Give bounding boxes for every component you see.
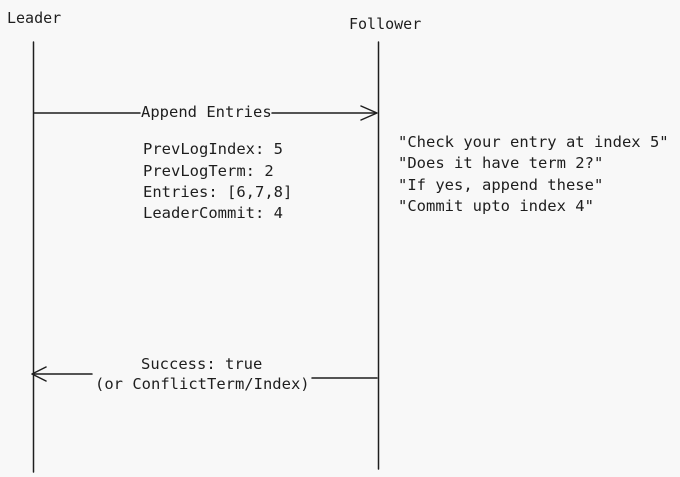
param-prev-log-term: PrevLogTerm: 2	[143, 162, 274, 180]
follower-note-commit: "Commit upto index 4"	[398, 197, 594, 215]
follower-note-check-term: "Does it have term 2?"	[398, 154, 604, 172]
param-entries: Entries: [6,7,8]	[143, 183, 293, 201]
param-prev-log-index: PrevLogIndex: 5	[143, 140, 283, 158]
leader-label: Leader	[7, 9, 62, 27]
follower-note-append: "If yes, append these"	[398, 176, 604, 194]
response-conflict-label: (or ConflictTerm/Index)	[95, 375, 310, 393]
append-entries-label: Append Entries	[141, 103, 272, 121]
response-arrowhead	[31, 366, 47, 382]
append-entries-arrowhead	[360, 105, 378, 121]
follower-note-check-entry: "Check your entry at index 5"	[398, 133, 669, 151]
param-leader-commit: LeaderCommit: 4	[143, 204, 283, 222]
follower-label: Follower	[349, 15, 422, 33]
response-success-label: Success: true	[141, 355, 263, 373]
